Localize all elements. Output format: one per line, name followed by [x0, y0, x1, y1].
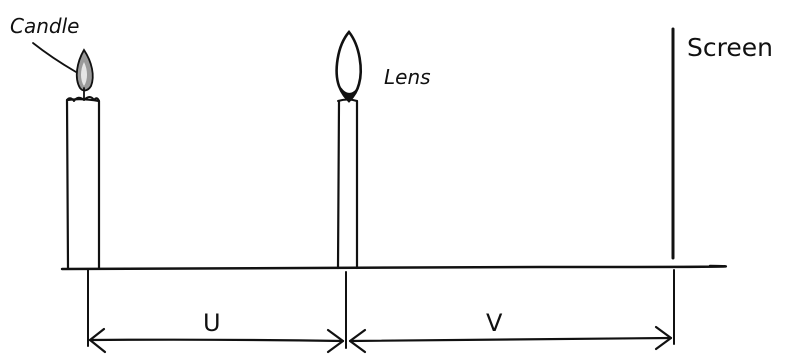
candle-wax-top: [66, 96, 100, 102]
candle-flame-icon: [75, 48, 94, 99]
bench-line: [60, 264, 728, 271]
image-distance-arrow: [348, 325, 673, 354]
object-distance-arrow: [88, 327, 345, 354]
lens-icon: [335, 29, 362, 103]
candle-body: [65, 98, 101, 270]
candle-pointer-line: [32, 42, 77, 73]
lens-post: [336, 99, 359, 270]
screen-label: Screen: [687, 33, 773, 62]
candle-label: Candle: [10, 14, 79, 38]
image-distance-label: V: [486, 309, 503, 337]
lens-assembly: [335, 29, 362, 270]
candle: [65, 48, 101, 270]
lens-label: Lens: [384, 65, 431, 89]
object-distance-label: U: [203, 309, 221, 337]
